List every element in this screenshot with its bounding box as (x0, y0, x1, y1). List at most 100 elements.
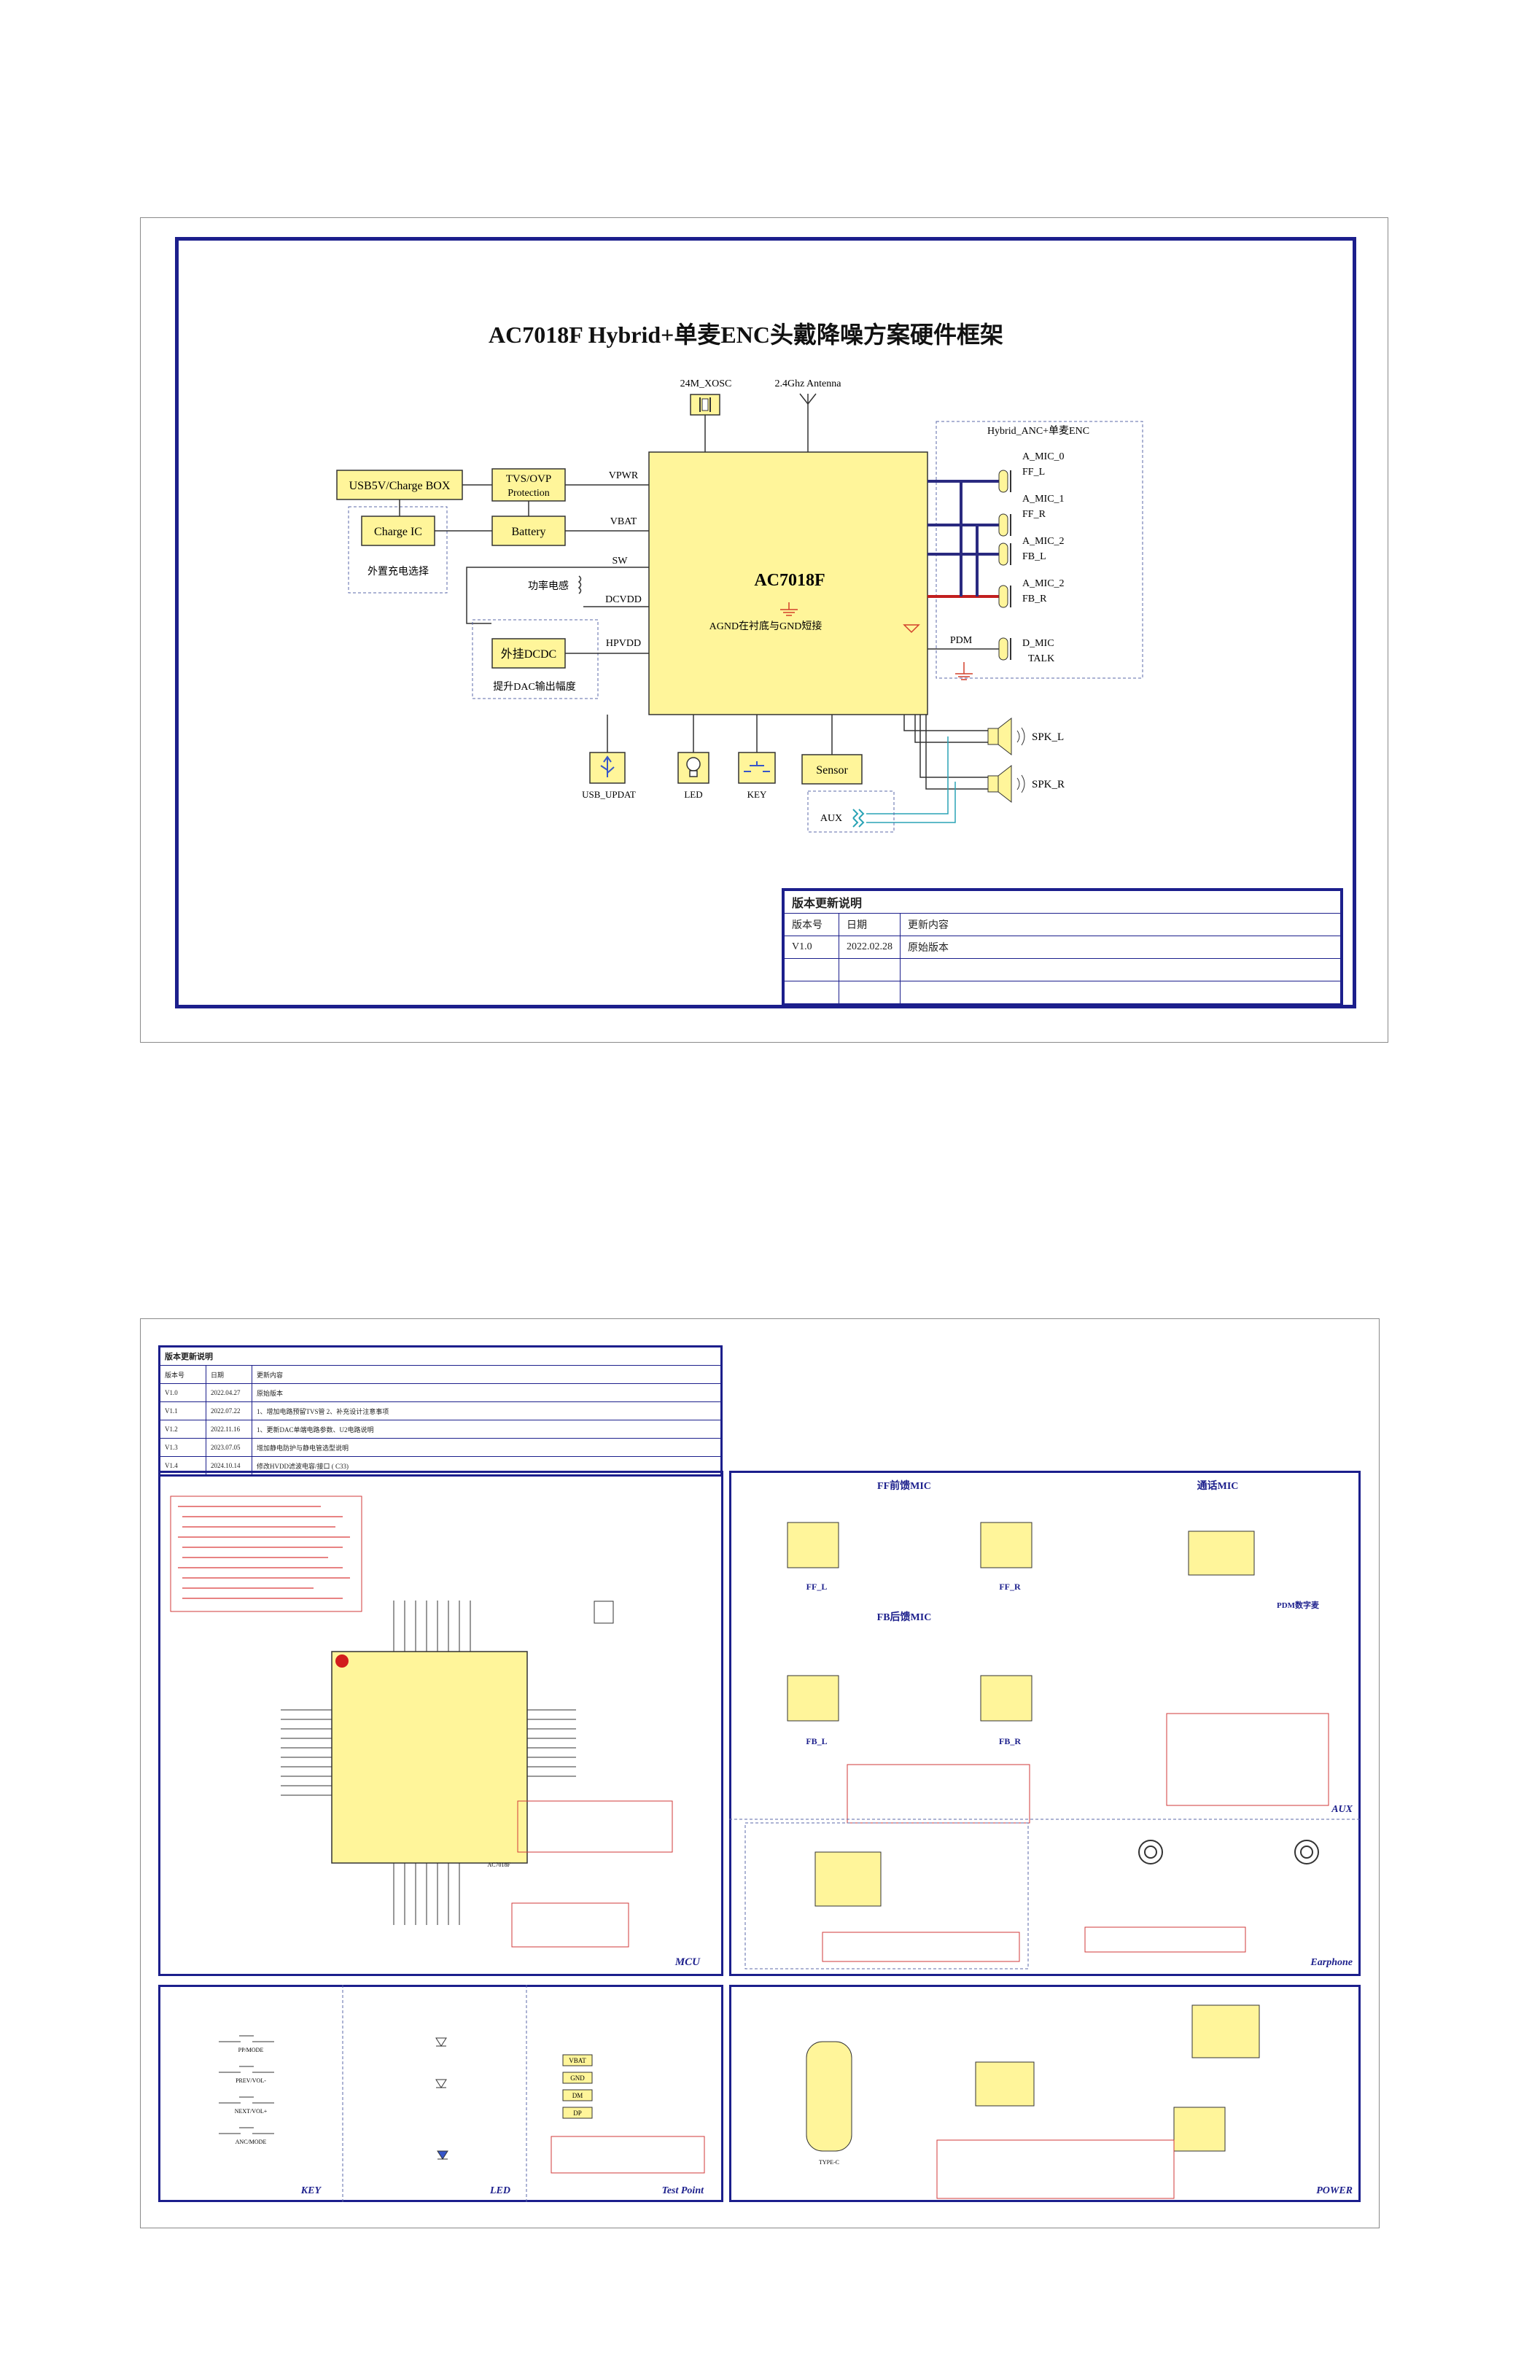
rev-cell: V1.0 (782, 936, 839, 959)
rev2-cell: V1.2 (159, 1420, 206, 1439)
ext-dcdc-label: 外挂DCDC (501, 648, 556, 661)
mcu-panel (158, 1471, 723, 1976)
rev-cell (900, 981, 1342, 1006)
sensor-label: Sensor (816, 764, 848, 777)
battery-label: Battery (511, 526, 545, 538)
mic-d-talk: PDM D_MIC TALK (928, 635, 1054, 664)
aux-label: AUX (820, 813, 842, 824)
mic-ff-r: A_MIC_1 FF_R (928, 494, 1065, 537)
rev2-header-content: 更新内容 (252, 1365, 722, 1384)
mic-ff-r-name: A_MIC_1 (1022, 494, 1065, 505)
diagram-title: AC7018F Hybrid+单麦ENC头戴降噪方案硬件框架 (489, 322, 1003, 348)
rev-cell (839, 958, 901, 981)
usb-icon (600, 755, 615, 777)
sensor-box (801, 754, 863, 785)
talk-ground-icon (955, 662, 973, 680)
rev2-cell: 增加静电防护与静电管选型说明 (252, 1438, 722, 1457)
mic-ff-l-sub: FF_L (1022, 467, 1045, 478)
speaker-l-icon (987, 717, 1025, 756)
battery-box (491, 516, 566, 546)
dac-boost-group (472, 619, 599, 699)
net-sw: SW (612, 556, 629, 567)
rev2-cell: 1、增加电路预留TVS管 2、补充设计注意事项 (252, 1401, 722, 1420)
power-inductor-label: 功率电感 (528, 580, 569, 592)
tvs-label-1: TVS/OVP (506, 473, 552, 485)
aux-jack-icon (852, 809, 865, 828)
chip-name: AC7018F (754, 571, 825, 590)
speaker-r-icon (987, 764, 1025, 804)
rev2-header-version: 版本号 (159, 1365, 206, 1384)
rev-cell (782, 958, 839, 981)
led-bulb-icon (686, 757, 701, 777)
mic-ff-l: A_MIC_0 FF_L (928, 451, 1065, 493)
rev-header-date: 日期 (839, 913, 901, 936)
block-diagram: AC7018F Hybrid+单麦ENC头戴降噪方案硬件框架 24M_XOSC … (336, 322, 1143, 833)
net-vpwr: VPWR (609, 470, 639, 481)
page1-border (175, 237, 1356, 1008)
rev2-header-date: 日期 (206, 1365, 252, 1384)
spk-l-label: SPK_L (1032, 731, 1064, 743)
mic-fb-r-name: A_MIC_2 (1022, 578, 1065, 589)
antenna-icon (799, 393, 817, 452)
key-label: KEY (747, 789, 767, 800)
rev2-cell: 1、更新DAC单端电路参数、U2电路说明 (252, 1420, 722, 1439)
rev-cell: 原始版本 (900, 936, 1342, 959)
hybrid-mic-group (936, 421, 1143, 679)
key-box (738, 752, 776, 784)
antenna-label: 2.4Ghz Antenna (775, 378, 842, 389)
rev2-cell: V1.3 (159, 1438, 206, 1457)
mic-fb-l-sub: FB_L (1022, 551, 1046, 562)
mic-ff-r-sub: FF_R (1022, 509, 1046, 520)
rev2-title: 版本更新说明 (159, 1346, 722, 1366)
agnd-note: AGND在衬底与GND短接 (709, 620, 822, 632)
revision-title: 版本更新说明 (782, 889, 1342, 914)
key-panel (158, 1985, 723, 2202)
net-vbat: VBAT (610, 516, 637, 527)
page2-frame (140, 1318, 1380, 2228)
key-switch-icon (744, 761, 770, 772)
tvs-label-2: Protection (508, 488, 550, 499)
hybrid-group-label: Hybrid_ANC+单麦ENC (987, 425, 1089, 437)
rev-header-version: 版本号 (782, 913, 839, 936)
usb-updat-label: USB_UPDAT (582, 789, 636, 800)
charge-ic-box (361, 516, 435, 546)
rev2-cell: 原始版本 (252, 1383, 722, 1402)
mic-fb-l: A_MIC_2 FB_L (928, 536, 1065, 566)
led-label: LED (684, 789, 702, 800)
net-pdm: PDM (950, 635, 973, 646)
page1-frame (140, 217, 1388, 1043)
crystal-icon (690, 394, 720, 416)
mic-d-talk-name: D_MIC (1022, 638, 1054, 649)
vertical-mic-bus (960, 481, 979, 596)
dac-boost-label: 提升DAC输出幅度 (493, 681, 576, 693)
xosc-label: 24M_XOSC (680, 378, 732, 389)
rev-cell (900, 958, 1342, 981)
spk-r-label: SPK_R (1032, 779, 1065, 790)
ac7018f-chip (648, 451, 928, 715)
net-hpvdd: HPVDD (606, 638, 641, 649)
rev-cell (782, 981, 839, 1006)
speaker-wiring (866, 715, 988, 823)
agnd-ground-icon (780, 602, 798, 616)
power-panel (729, 1985, 1361, 2202)
usb5v-label: USB5V/Charge BOX (349, 480, 451, 492)
mic-ff-l-name: A_MIC_0 (1022, 451, 1065, 462)
net-dcvdd: DCVDD (605, 594, 642, 605)
external-charge-label: 外置充电选择 (368, 566, 429, 578)
rev-header-content: 更新内容 (900, 913, 1342, 936)
mic-fb-l-name: A_MIC_2 (1022, 536, 1065, 547)
mic-fb-r: A_MIC_2 FB_R (928, 578, 1065, 608)
rev-cell: 2022.02.28 (839, 936, 901, 959)
gnd-triangle-icon (903, 624, 920, 634)
rev2-cell: 2022.11.16 (206, 1420, 252, 1439)
charge-ic-label: Charge IC (374, 526, 422, 538)
rev2-cell: V1.1 (159, 1401, 206, 1420)
mic-panel (729, 1471, 1361, 1976)
rev2-cell: 2022.04.27 (206, 1383, 252, 1402)
inductor-icon (578, 575, 582, 594)
rev-cell (839, 981, 901, 1006)
page1-revision-table: 版本更新说明 版本号 日期 更新内容 V1.0 2022.02.28 原始版本 (782, 888, 1343, 1006)
rev2-cell: 2022.07.22 (206, 1401, 252, 1420)
mic-fb-r-sub: FB_R (1022, 594, 1047, 604)
